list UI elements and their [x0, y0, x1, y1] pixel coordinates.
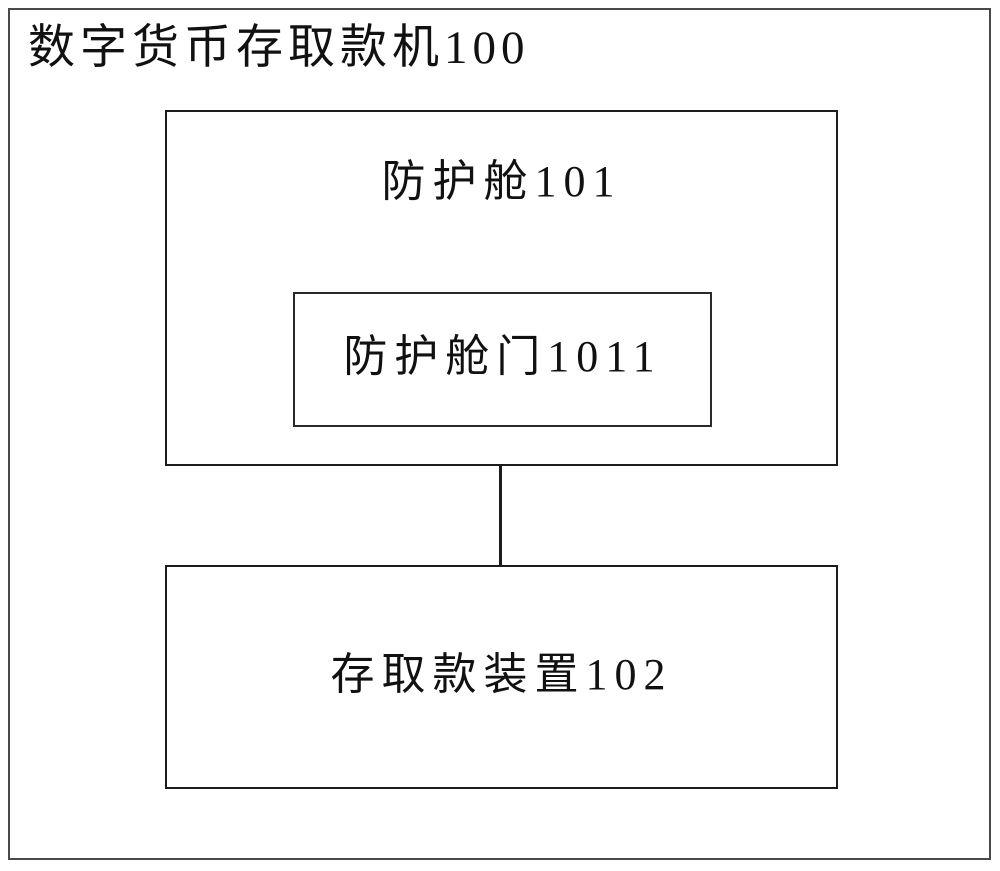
- machine-label-100: 数字货币存取款机100: [28, 22, 530, 74]
- protective-cabin-box-101: 防护舱101 防护舱门1011: [165, 110, 838, 466]
- cabin-door-box-1011: 防护舱门1011: [293, 292, 712, 427]
- cabin-door-label-1011: 防护舱门1011: [343, 331, 662, 381]
- machine-frame-100: 数字货币存取款机100 防护舱101 防护舱门1011 存取款装置102: [8, 8, 991, 860]
- deposit-withdrawal-device-label-102: 存取款装置102: [330, 650, 673, 699]
- deposit-withdrawal-device-box-102: 存取款装置102: [165, 565, 838, 789]
- connector-line-101-102: [499, 466, 502, 565]
- protective-cabin-label-101: 防护舱101: [381, 157, 622, 206]
